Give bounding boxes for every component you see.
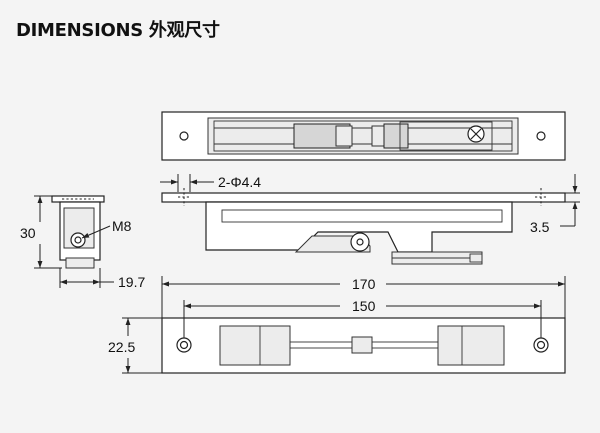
dimension-lines [34, 174, 580, 374]
thread-m8-icon [70, 232, 86, 248]
page-title: DIMENSIONS 外观尺寸 [16, 20, 220, 41]
end-view-flange [51, 195, 105, 203]
thickness-label: 3.5 [530, 219, 550, 235]
thread-label: M8 [112, 218, 132, 234]
base-width-label: 22.5 [108, 339, 135, 355]
base-view-left-block [219, 325, 291, 366]
base-view-right-block [437, 325, 505, 366]
hole-spec-label: 2-Φ4.4 [218, 174, 261, 190]
hole-pitch-label: 150 [352, 298, 376, 314]
overall-length-label: 170 [352, 276, 376, 292]
roller-wheel-icon [350, 232, 370, 252]
width-label: 19.7 [118, 274, 145, 290]
side-view [161, 188, 566, 265]
top-view-housing [207, 117, 519, 155]
end-view [51, 195, 105, 269]
height-label: 30 [20, 225, 36, 241]
dimension-labels: 2-Φ4.4 3.5 30 M8 19.7 170 150 22.5 [20, 174, 550, 355]
mounting-hole-right-icon [536, 131, 546, 141]
top-view [161, 111, 566, 161]
mounting-hole-left-icon [179, 131, 189, 141]
side-view-base [161, 192, 566, 203]
base-view [161, 317, 566, 374]
